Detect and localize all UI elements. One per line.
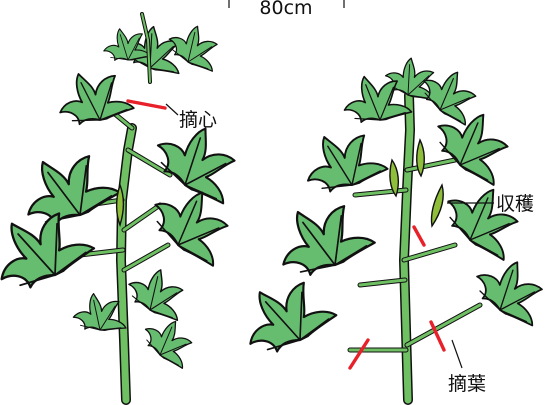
topping-leader-line	[166, 104, 178, 115]
right-plant: 収穫 摘葉	[229, 58, 546, 400]
leaf-removal-label: 摘葉	[448, 373, 486, 395]
leaf-removal-leader-line	[452, 340, 462, 368]
right-branches	[350, 160, 480, 350]
cut-mark-left	[350, 340, 368, 368]
height-dimension: 80cm	[229, 0, 344, 19]
harvest-pod	[431, 185, 443, 226]
cut-mark-upper	[414, 227, 424, 245]
harvest-label: 収穫	[496, 193, 534, 215]
right-leaves	[229, 58, 546, 372]
height-label: 80cm	[259, 0, 312, 19]
right-pods	[390, 140, 443, 226]
topping-label: 摘心	[179, 109, 217, 131]
left-plant: 摘心	[0, 14, 241, 400]
